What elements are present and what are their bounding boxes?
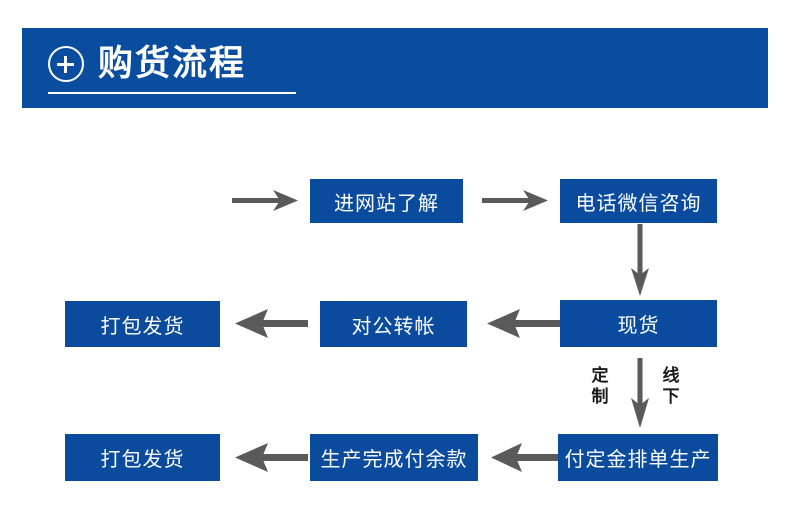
flow-box-phone-wechat-consult[interactable]: 电话微信咨询	[560, 179, 717, 223]
page-title: 购货流程	[98, 44, 247, 83]
plus-circle-icon	[48, 46, 84, 82]
flow-box-enter-website[interactable]: 进网站了解	[310, 179, 463, 223]
flow-box-pay-deposit-schedule-production[interactable]: 付定金排单生产	[558, 434, 718, 481]
branch-label-offline: 线下	[662, 366, 680, 407]
plus-icon-vertical-bar	[64, 55, 67, 73]
flow-box-in-stock[interactable]: 现货	[560, 300, 717, 347]
arrow-down-phone-to-stock-icon	[628, 224, 652, 298]
arrow-down-stock-to-deposit-icon	[628, 358, 652, 430]
flow-box-finish-production-pay-balance[interactable]: 生产完成付余款	[310, 434, 478, 481]
arrow-right-website-to-phone-icon	[482, 188, 550, 214]
arrow-left-transfer-to-pack-icon	[234, 307, 308, 341]
branch-label-custom: 定制	[591, 366, 609, 407]
header-title-underline	[48, 92, 296, 94]
arrow-left-deposit-to-finish-icon	[490, 441, 560, 475]
flow-box-pack-and-ship-custom[interactable]: 打包发货	[65, 434, 220, 481]
arrow-left-finish-to-pack-icon	[234, 441, 308, 475]
arrow-left-stock-to-transfer-icon	[486, 307, 560, 341]
arrow-right-into-website-icon	[232, 188, 300, 214]
flow-box-bank-transfer[interactable]: 对公转帐	[320, 301, 467, 347]
flow-box-pack-and-ship-stock[interactable]: 打包发货	[65, 301, 220, 347]
header-banner: 购货流程	[22, 28, 768, 108]
